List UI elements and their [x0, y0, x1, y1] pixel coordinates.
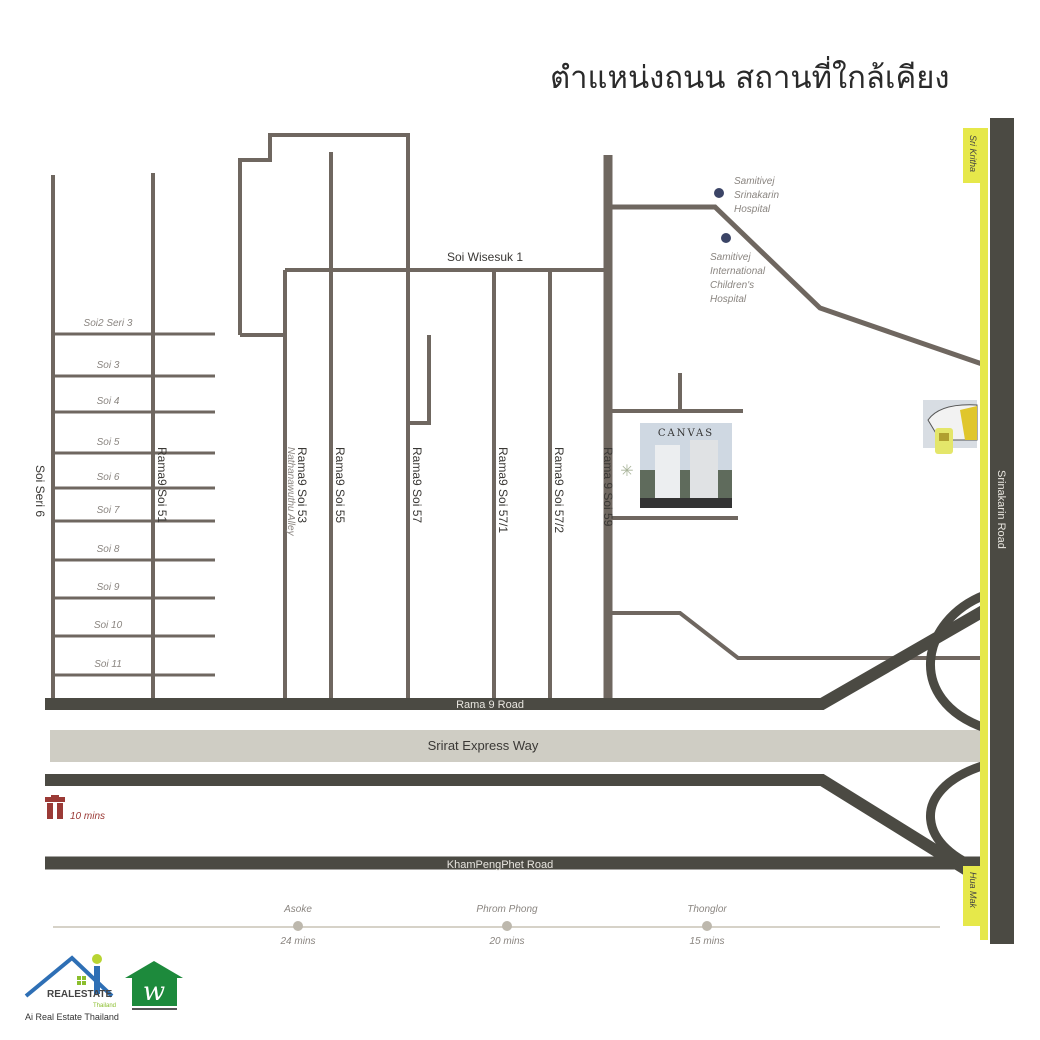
w-house-logo: w [125, 961, 183, 1010]
minor-roads [51, 133, 986, 700]
soi-57-2-label: Rama9 Soi 57/2 [552, 447, 566, 533]
timeline-stop [293, 921, 303, 931]
road-soi-57-loop [238, 133, 410, 700]
rama9-road-label: Rama 9 Road [456, 699, 524, 711]
interchange-loop-top [926, 590, 987, 733]
soi-wisesuk-label: Soi Wisesuk 1 [447, 250, 523, 264]
timeline-time: 15 mins [689, 936, 724, 947]
side-soi-label: Soi 7 [97, 505, 120, 516]
road-spur [408, 335, 431, 425]
timeline-place: Asoke [283, 904, 312, 915]
page-title: ตำแหน่งถนน สถานที่ใกล้เคียง [550, 60, 950, 96]
project-marker-icon: ✳ [620, 463, 633, 480]
side-soi-labels: Soi2 Seri 3 Soi 3 Soi 4 Soi 5 Soi 6 Soi 7 Soi … [84, 318, 133, 670]
timeline-stop [702, 921, 712, 931]
road-lower [45, 774, 979, 881]
side-soi-label: Soi2 Seri 3 [84, 318, 133, 329]
side-soi-label: Soi 6 [97, 472, 120, 483]
side-soi-label: Soi 5 [97, 437, 120, 448]
interchange-loop-bottom [926, 760, 987, 875]
khampengphet-label: KhamPengPhet Road [447, 859, 553, 871]
station-sri-kritha-label: Sri Kritha [968, 135, 978, 172]
hospital-marker[interactable] [721, 233, 731, 243]
expressway-toll-icon [45, 795, 65, 819]
side-soi-label: Soi 8 [97, 544, 120, 555]
toll-time: 10 mins [70, 811, 105, 822]
timeline-time: 20 mins [488, 936, 524, 947]
soi-57-1-label: Rama9 Soi 57/1 [496, 447, 510, 533]
ai-real-estate-logo: REALESTATE Thailand Ai Real Estate Thail… [24, 954, 119, 1022]
expressway-label: Srirat Express Way [428, 738, 539, 753]
road-srinakarin [990, 118, 1014, 944]
project-name: CANVAS [658, 428, 714, 439]
logo-caption: Ai Real Estate Thailand [25, 1012, 119, 1022]
soi-53-label: Rama9 Soi 53 [295, 447, 309, 523]
road-hospital [608, 204, 986, 368]
srirat-expressway [50, 730, 985, 762]
station-hua-mak-label: Hua Mak [968, 872, 978, 909]
road-spur [608, 611, 985, 660]
side-soi-label: Soi 10 [94, 620, 123, 631]
soi-53-sublabel: Nathanawuthu Alley [285, 447, 296, 537]
station-hua-mak[interactable] [963, 866, 986, 926]
logo-brand: REALESTATE [47, 989, 113, 1000]
timeline-stop [502, 921, 512, 931]
side-soi-label: Soi 9 [97, 582, 120, 593]
logo-brand-sub: Thailand [93, 1003, 116, 1009]
soi-55-label: Rama9 Soi 55 [333, 447, 347, 523]
train-icon [923, 400, 978, 454]
hospital-marker[interactable] [714, 188, 724, 198]
soi-seri-6-label: Soi Seri 6 [33, 465, 47, 517]
soi-51-label: Rama9 Soi 51 [155, 447, 169, 523]
station-sri-kritha[interactable] [963, 128, 986, 183]
timeline: Asoke 24 mins Phrom Phong 20 mins Thonglor 15… [279, 904, 727, 947]
yellow-line-rail [980, 128, 988, 940]
major-roads [45, 590, 988, 881]
soi-59-label: Rama 9 Soi 59 [601, 447, 615, 527]
timeline-time: 24 mins [279, 936, 315, 947]
timeline-place: Phrom Phong [476, 904, 538, 915]
side-soi-lines [53, 332, 215, 677]
side-soi-label: Soi 3 [97, 360, 120, 371]
side-soi-label: Soi 11 [94, 659, 122, 670]
side-soi-label: Soi 4 [97, 396, 120, 407]
svg-text:w: w [143, 977, 165, 1007]
soi-57-label: Rama9 Soi 57 [410, 447, 424, 523]
project-canvas-image[interactable]: CANVAS [640, 423, 732, 508]
timeline-place: Thonglor [687, 904, 727, 915]
srinakarin-road-label: Srinakarin Road [995, 470, 1007, 549]
